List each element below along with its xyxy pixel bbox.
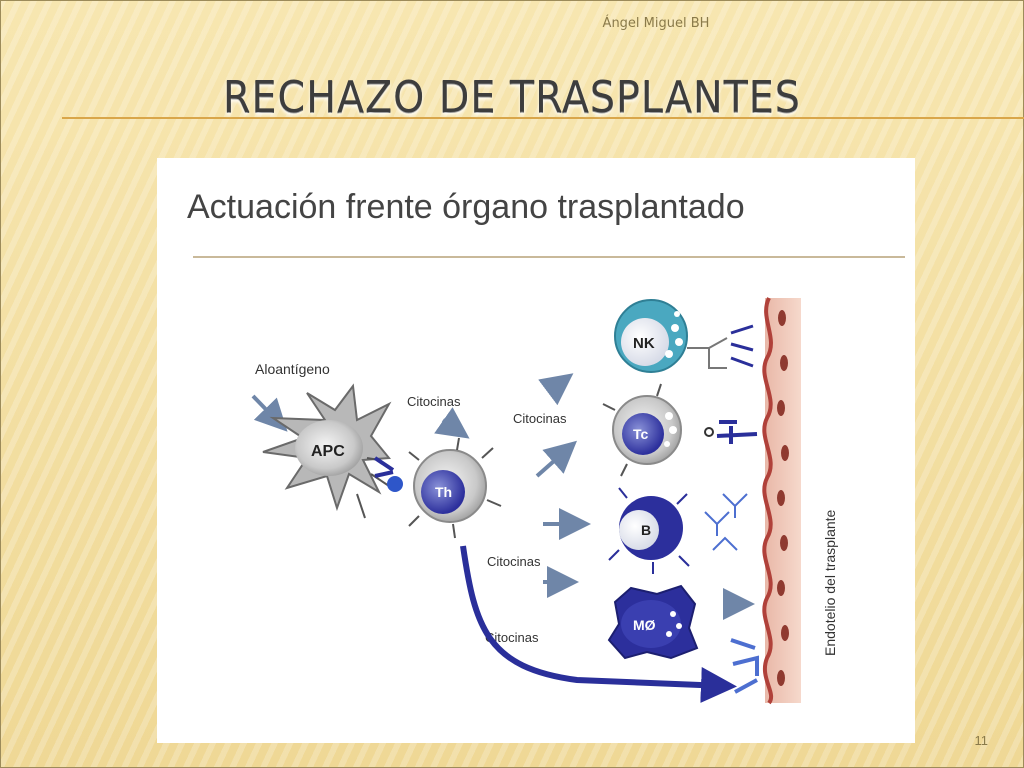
label-cytokines-2: Citocinas	[513, 411, 567, 426]
macrophage-cell: MØ	[607, 584, 759, 694]
slide-author: Ángel Miguel BH	[602, 16, 710, 31]
macrophage-label: MØ	[633, 617, 656, 633]
page-number: 11	[974, 733, 989, 748]
title-underline	[62, 117, 1024, 119]
nk-cell: NK	[614, 299, 754, 373]
nk-label: NK	[633, 335, 655, 352]
label-alloantigen: Aloantígeno	[255, 361, 330, 377]
tc-label: Tc	[633, 426, 649, 442]
th-label: Th	[435, 484, 452, 500]
diagram-figure: Actuación frente órgano trasplantado	[157, 158, 915, 743]
th-cell: Th	[408, 437, 502, 539]
label-cytokines-1: Citocinas	[407, 394, 461, 409]
tc-cell: Tc	[602, 383, 758, 477]
label-cytokines-3: Citocinas	[487, 554, 541, 569]
slide-title: RECHAZO DE TRASPLANTES	[223, 72, 801, 123]
apc-label: APC	[311, 443, 345, 460]
b-cell: B	[608, 487, 748, 574]
figure-title-rule	[193, 256, 905, 258]
transplant-rejection-diagram: Aloantígeno APC Th Citocinas Cito	[251, 297, 838, 705]
mhc-tcr-synapse-icon	[373, 456, 403, 492]
endothelium-layer	[762, 297, 801, 705]
cytokine-arrows	[434, 373, 755, 620]
b-label: B	[641, 522, 651, 538]
label-endothelium: Endotelio del trasplante	[822, 509, 838, 656]
label-cytokines-4: Citocinas	[485, 630, 539, 645]
figure-title: Actuación frente órgano trasplantado	[187, 188, 745, 226]
apc-cell: APC	[262, 383, 392, 519]
th-to-endothelium-arrow	[460, 545, 737, 704]
